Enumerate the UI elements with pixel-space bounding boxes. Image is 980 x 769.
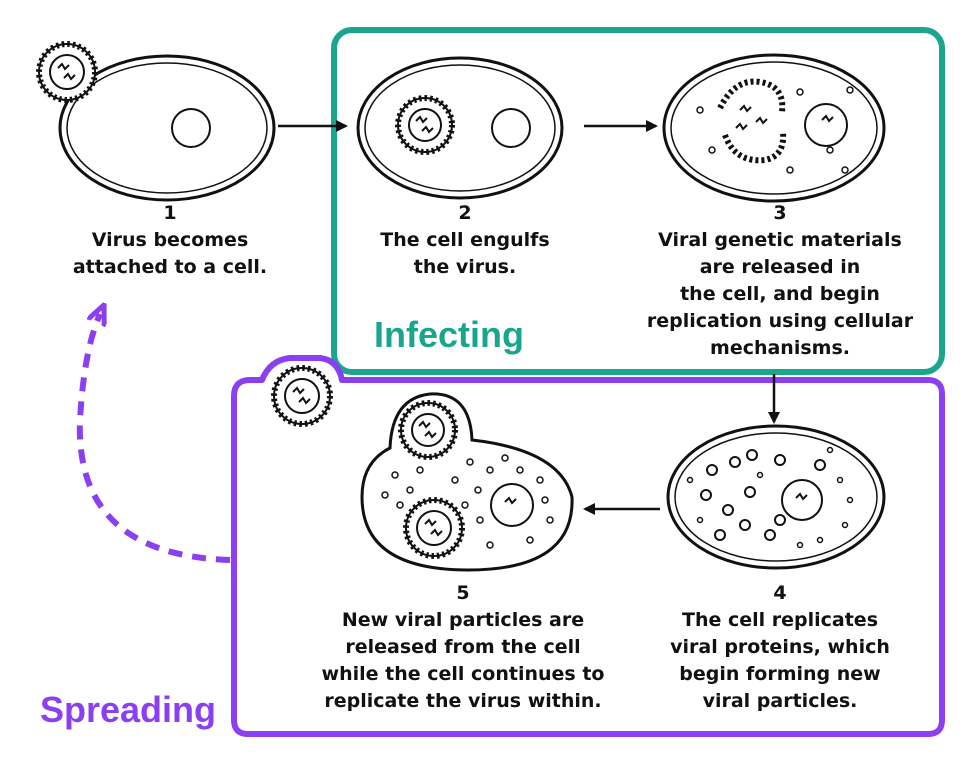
nucleus-icon xyxy=(804,103,848,147)
step-number: 3 xyxy=(773,202,787,224)
caption-line: attached to a cell. xyxy=(72,256,268,278)
cell-4 xyxy=(666,424,886,570)
caption-line: The cell replicates xyxy=(681,609,879,631)
nucleus-icon xyxy=(781,479,823,521)
infecting-label: Infecting xyxy=(374,314,524,355)
nucleus-icon xyxy=(490,483,534,527)
cell-icon xyxy=(360,392,574,572)
spreading-label: Spreading xyxy=(40,689,217,730)
virus-particle-icon xyxy=(395,95,455,155)
nucleus-icon xyxy=(491,108,531,148)
caption-line: the virus. xyxy=(413,256,517,278)
virus-particle-icon xyxy=(271,365,333,427)
step-number: 2 xyxy=(458,202,472,224)
cell-1 xyxy=(36,41,276,202)
step-2-caption: 2 The cell engulfs the virus. xyxy=(350,200,580,281)
cell-5 xyxy=(360,392,574,572)
step-number: 1 xyxy=(163,202,177,224)
caption-line: replication using cellular xyxy=(646,310,914,332)
nucleus-icon xyxy=(171,108,211,148)
caption-line: released from the cell xyxy=(345,636,581,658)
step-5-caption: 5 New viral particles are released from … xyxy=(318,580,608,715)
caption-line: viral proteins, which xyxy=(670,636,890,658)
virus-particle-icon xyxy=(36,41,98,103)
caption-line: the cell, and begin xyxy=(680,283,880,305)
step-4-caption: 4 The cell replicates viral proteins, wh… xyxy=(655,580,905,715)
caption-line: The cell engulfs xyxy=(380,229,550,251)
caption-line: are released in xyxy=(699,256,861,278)
caption-line: Viral genetic materials xyxy=(658,229,902,251)
step-1-caption: 1 Virus becomes attached to a cell. xyxy=(50,200,290,281)
caption-line: replicate the virus within. xyxy=(324,690,602,712)
cell-icon xyxy=(58,54,276,202)
cell-icon xyxy=(356,56,564,200)
caption-line: New viral particles are xyxy=(341,609,585,631)
caption-line: Virus becomes xyxy=(91,229,249,251)
cell-2 xyxy=(356,56,564,200)
caption-line: begin forming new xyxy=(679,663,881,685)
spreading-group-box xyxy=(231,355,945,737)
step-number: 4 xyxy=(773,582,787,604)
infecting-group-box xyxy=(331,27,945,375)
virus-particle-icon xyxy=(403,497,465,559)
step-number: 5 xyxy=(456,582,470,604)
cell-3 xyxy=(662,53,886,203)
caption-line: viral particles. xyxy=(702,690,858,712)
cell-icon xyxy=(662,53,886,203)
arrow-spreading-to-1 xyxy=(76,314,231,563)
caption-line: while the cell continues to xyxy=(321,663,605,685)
caption-line: mechanisms. xyxy=(710,337,850,359)
virus-particle-icon xyxy=(398,400,458,460)
step-3-caption: 3 Viral genetic materials are released i… xyxy=(635,200,925,362)
